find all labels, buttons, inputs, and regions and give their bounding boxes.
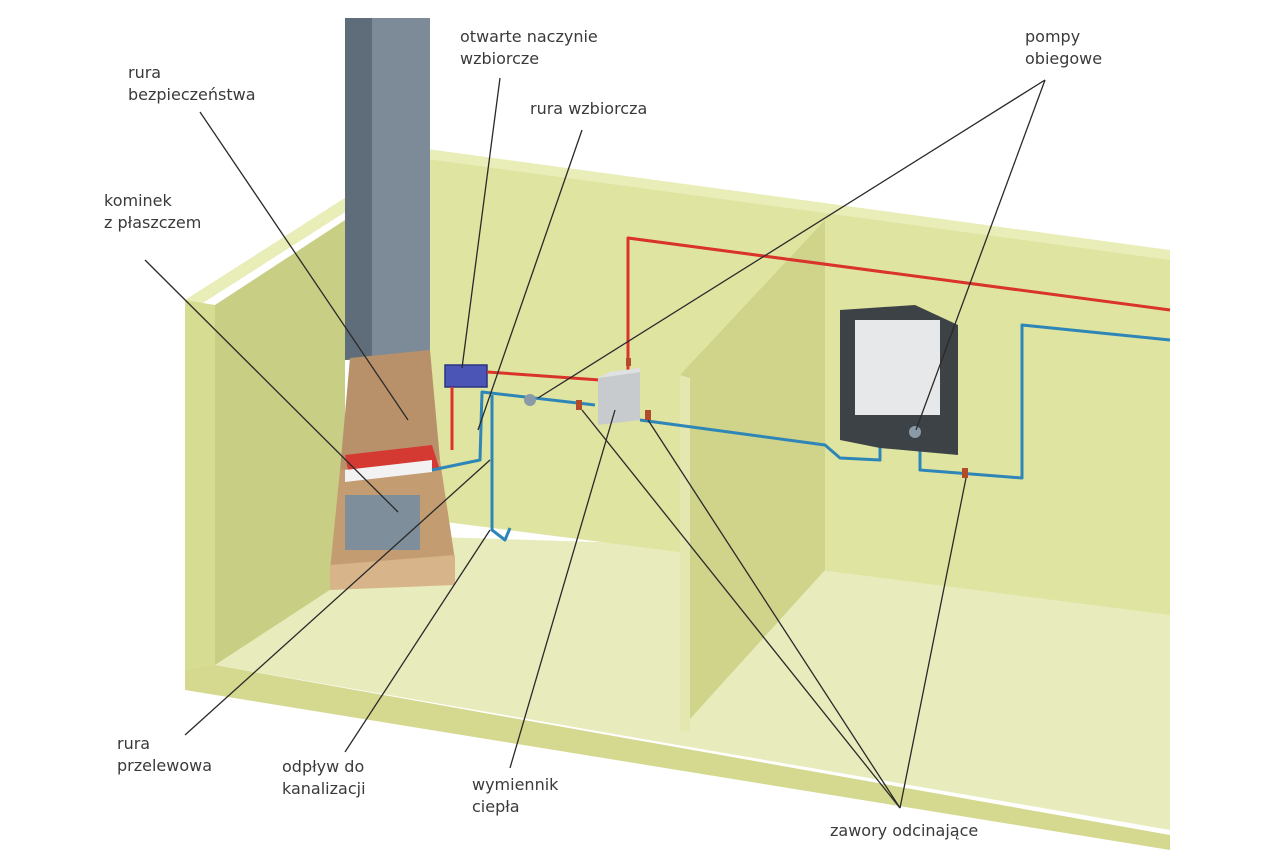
valve-icon — [645, 410, 651, 420]
heater-cabinet — [840, 305, 958, 455]
expansion-tank — [444, 364, 488, 388]
label-heat-exchanger: wymiennik ciepła — [472, 775, 559, 816]
label-expansion-pipe: rura wzbiorcza — [530, 99, 648, 118]
pump-icon — [524, 394, 536, 406]
overflow-pipe — [490, 395, 512, 542]
cold-pipe-return — [431, 390, 596, 472]
label-drain: odpływ do kanalizacji — [282, 757, 366, 798]
partition-wall — [680, 220, 825, 730]
valve-icon — [576, 400, 582, 410]
pump-icon — [909, 426, 921, 438]
leader-lines — [144, 77, 1046, 809]
label-safety-pipe: rura bezpieczeństwa — [128, 63, 256, 104]
label-overflow-pipe: rura przelewowa — [117, 734, 213, 775]
top-edge-back — [420, 148, 1170, 260]
valve-icon — [962, 468, 968, 478]
left-wall-face — [185, 300, 215, 670]
hot-pipe-riser — [626, 236, 1171, 372]
left-wall-inner — [215, 220, 345, 665]
hot-pipe-main — [486, 370, 601, 382]
chimney — [345, 18, 430, 360]
pumps-and-valves — [524, 358, 968, 478]
label-shutoff-valves: zawory odcinające — [830, 821, 979, 840]
valve-icon — [626, 358, 631, 366]
heat-exchanger — [598, 368, 640, 425]
label-fireplace: kominek z płaszczem — [104, 191, 202, 232]
front-edge — [185, 665, 1170, 850]
partition-edge — [680, 375, 690, 732]
cold-pipe-right — [918, 323, 1171, 480]
building — [185, 148, 1170, 850]
label-circulation-pumps: pompy obiegowe — [1025, 27, 1103, 68]
label-expansion-tank: otwarte naczynie wzbiorcze — [460, 27, 598, 68]
fireplace — [330, 350, 455, 590]
